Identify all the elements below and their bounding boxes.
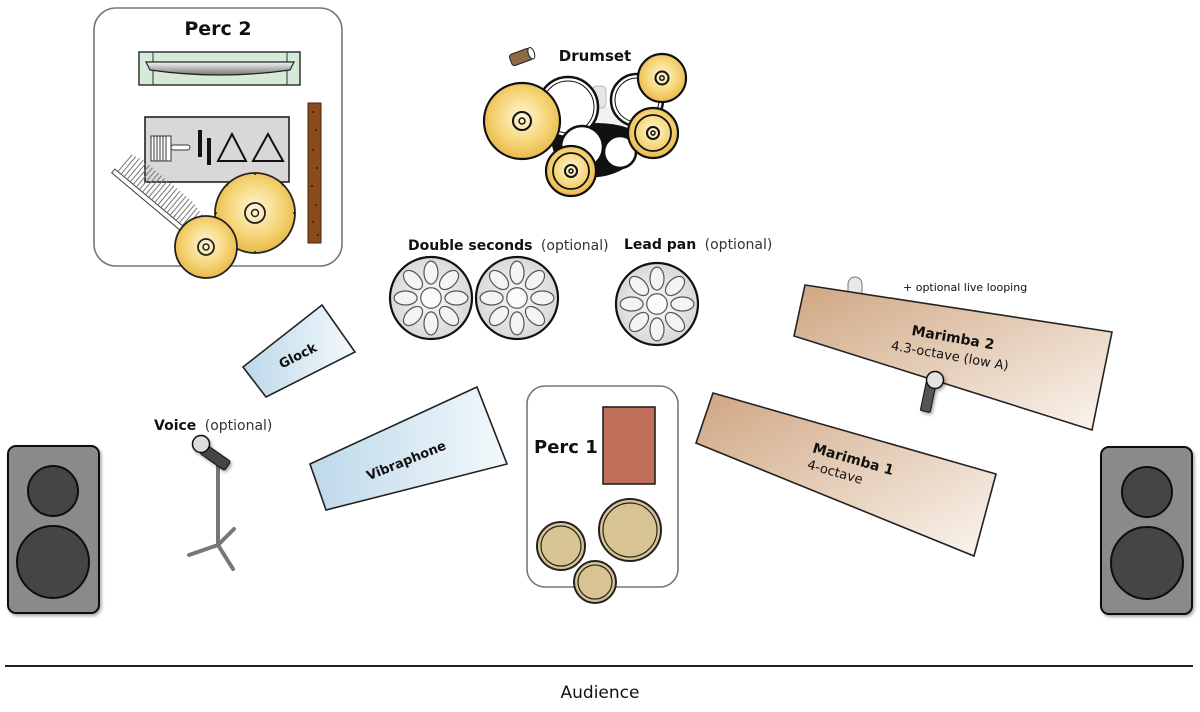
perc2-label: Perc 2 — [184, 18, 251, 40]
pan-note — [649, 266, 665, 291]
drumset-label: Drumset — [559, 47, 631, 65]
rainstick-icon — [307, 102, 322, 244]
mic-stand-icon — [187, 460, 236, 571]
china-cymbal-icon — [636, 52, 688, 104]
bar-chimes-icon — [110, 154, 203, 238]
triangle-icon — [251, 131, 285, 162]
pan-note — [524, 269, 546, 291]
pan-note — [438, 305, 460, 327]
pan-note — [664, 311, 686, 333]
right-speaker-icon — [1100, 446, 1193, 615]
pan-note — [488, 305, 510, 327]
conga-icon — [598, 498, 662, 562]
pan-note — [509, 260, 525, 285]
pan-note — [402, 269, 424, 291]
pan-note — [628, 311, 650, 333]
voice-label: Voice (optional) — [154, 418, 272, 434]
clave-icon — [198, 130, 202, 157]
glock: Glock — [241, 303, 357, 399]
pan-note — [670, 296, 695, 312]
perc1-group: Perc 1 — [526, 385, 679, 604]
shaker-tray-icon — [138, 51, 301, 86]
steel-pan-icon — [614, 261, 700, 347]
microphone-icon — [191, 434, 231, 471]
audience-label: Audience — [561, 683, 640, 703]
cowbell-icon — [508, 47, 536, 67]
vibraphone: Vibraphone — [309, 385, 509, 511]
pan-note — [530, 290, 555, 306]
hihat-icon — [544, 144, 598, 198]
conga-icon — [536, 521, 586, 571]
bongo-icon — [573, 560, 617, 604]
crash-cymbal-icon — [626, 106, 680, 160]
marimba-2: + optional live looping Marimba 2 4.3-oc… — [793, 276, 1113, 432]
pan-note — [628, 275, 650, 297]
suspended-cymbal-icon — [214, 172, 296, 254]
pan-center-note — [420, 287, 442, 309]
drumset-group: Drumset — [482, 47, 688, 198]
cajon-icon — [602, 406, 656, 485]
steel-pan-icon — [388, 255, 474, 341]
pan-note — [649, 317, 665, 342]
pan-note — [423, 311, 439, 336]
pan-note — [664, 275, 686, 297]
pan-center-note — [506, 287, 528, 309]
ride-cymbal-icon — [482, 81, 562, 161]
pan-center-note — [646, 293, 668, 315]
pan-note — [402, 305, 424, 327]
pan-note — [524, 305, 546, 327]
steel-pan-icon — [474, 255, 560, 341]
perc2-group: Perc 2 — [93, 7, 343, 279]
pan-note — [393, 290, 418, 306]
marimba-1: Marimba 1 4-octave — [694, 392, 997, 558]
lead-pan-group: Lead pan (optional) — [614, 237, 772, 347]
pan-note — [488, 269, 510, 291]
lead-pan-label: Lead pan (optional) — [624, 237, 772, 253]
clave-icon — [207, 138, 211, 165]
double-seconds-group: Double seconds (optional) — [388, 238, 609, 341]
pan-note — [444, 290, 469, 306]
live-looping-note: + optional live looping — [903, 281, 1027, 294]
microphone-icon — [920, 370, 945, 413]
triangle-icon — [216, 131, 248, 162]
pan-note — [509, 311, 525, 336]
left-speaker-icon — [7, 445, 100, 614]
spring-icon — [150, 135, 191, 162]
trap-table-icon — [144, 116, 290, 183]
pan-note — [479, 290, 504, 306]
perc1-label: Perc 1 — [534, 437, 598, 458]
pan-note — [423, 260, 439, 285]
double-seconds-label: Double seconds (optional) — [408, 238, 609, 254]
crash-cymbal-icon — [174, 215, 238, 279]
voice: Voice (optional) — [154, 418, 272, 571]
pan-note — [438, 269, 460, 291]
pan-note — [619, 296, 644, 312]
